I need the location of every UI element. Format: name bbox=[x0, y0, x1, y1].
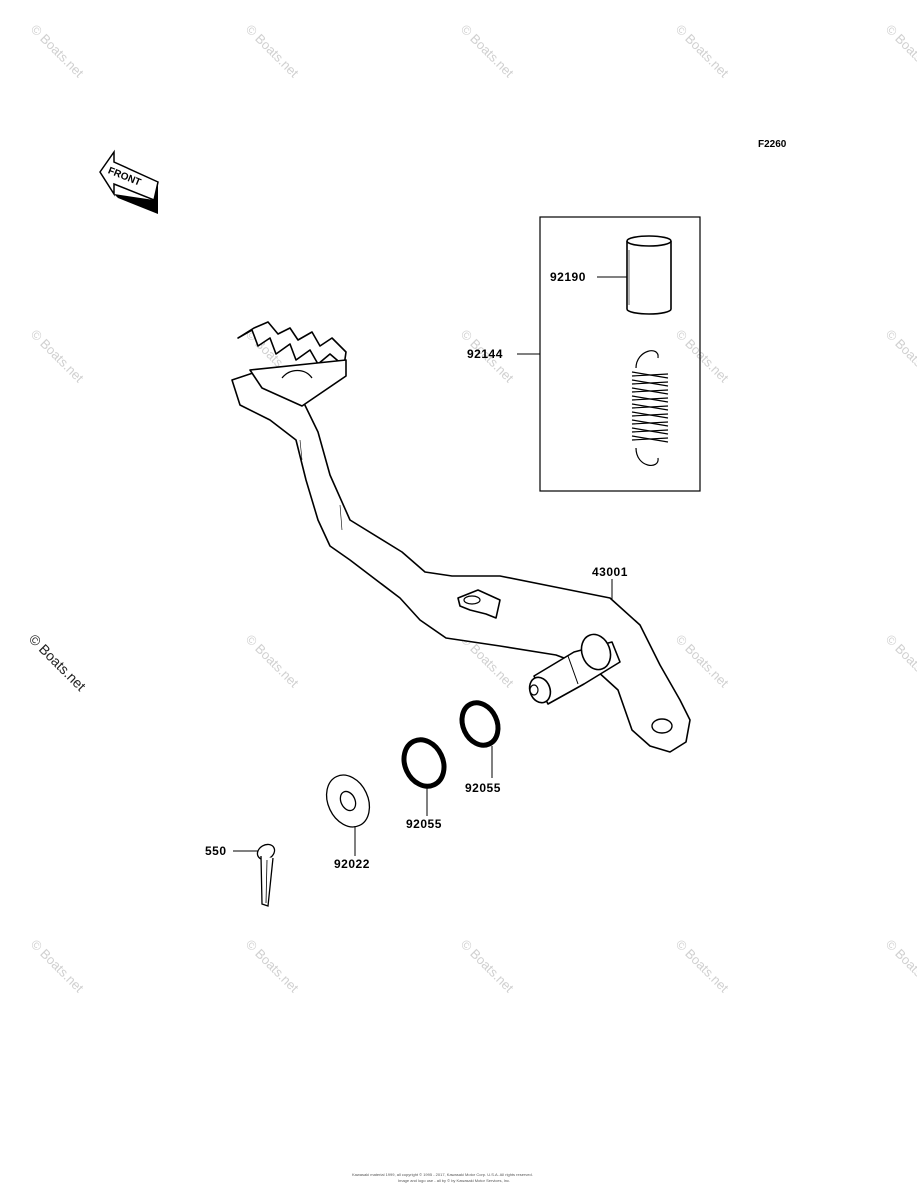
kit-box bbox=[539, 216, 701, 492]
watermark: © Boats.net bbox=[28, 327, 87, 386]
watermark: © Boats.net bbox=[243, 937, 302, 996]
washer-ring-92055-a bbox=[401, 737, 447, 789]
collar-92190 bbox=[626, 235, 672, 315]
watermark: © Boats.net bbox=[673, 327, 732, 386]
front-arrow-icon: FRONT bbox=[99, 149, 159, 214]
watermark: © Boats.net bbox=[28, 22, 87, 81]
part-number-92055-b: 92055 bbox=[465, 781, 501, 795]
copyright-line-2: Image and logo use - all by © by Kawasak… bbox=[398, 1178, 510, 1183]
cotter-pin-550 bbox=[256, 843, 276, 907]
washer-92022 bbox=[325, 774, 371, 828]
copyright-line-1: Kawasaki material 1999, all copyright © … bbox=[352, 1172, 533, 1177]
part-number-92144: 92144 bbox=[467, 347, 503, 361]
watermark: © Boats.net bbox=[883, 22, 917, 81]
watermark: © Boats.net bbox=[243, 22, 302, 81]
watermark: © Boats.net bbox=[458, 937, 517, 996]
watermark: © Boats.net bbox=[673, 937, 732, 996]
part-number-92190: 92190 bbox=[550, 270, 586, 284]
watermark: © Boats.net bbox=[883, 327, 917, 386]
watermark: © Boats.net bbox=[243, 632, 302, 691]
part-number-92022: 92022 bbox=[334, 857, 370, 871]
watermark: © Boats.net bbox=[673, 22, 732, 81]
watermark: © Boats.net bbox=[458, 22, 517, 81]
return-spring bbox=[631, 350, 669, 466]
watermark: © Boats.net bbox=[26, 631, 89, 694]
watermarks: © Boats.net © Boats.net © Boats.net © Bo… bbox=[26, 22, 917, 996]
leader-lines bbox=[233, 276, 627, 856]
part-number-550: 550 bbox=[205, 844, 227, 858]
brake-pedal-43001 bbox=[231, 321, 691, 753]
washer-ring-92055-b bbox=[459, 700, 501, 748]
watermark: © Boats.net bbox=[673, 632, 732, 691]
watermark: © Boats.net bbox=[883, 632, 917, 691]
figure-code: F2260 bbox=[758, 139, 787, 150]
watermark: © Boats.net bbox=[28, 937, 87, 996]
part-number-43001: 43001 bbox=[592, 565, 628, 579]
watermark: © Boats.net bbox=[883, 937, 917, 996]
part-number-92055-a: 92055 bbox=[406, 817, 442, 831]
